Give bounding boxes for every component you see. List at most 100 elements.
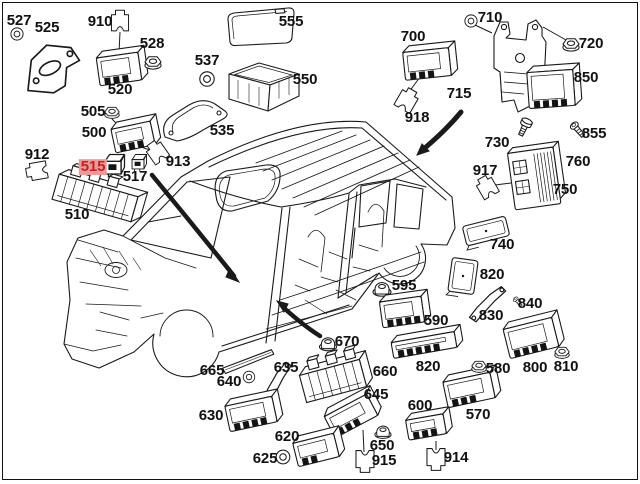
front-wheel-arch-inner xyxy=(159,309,214,338)
leader-715-720 xyxy=(542,26,567,41)
car-body-illustration xyxy=(63,120,456,378)
engine-bay-hatch xyxy=(89,246,142,271)
part-555-panel-icon xyxy=(227,7,295,47)
part-625-grommet-icon xyxy=(275,449,291,465)
part-label-625[interactable]: 625 xyxy=(252,450,278,468)
part-label-525[interactable]: 525 xyxy=(34,19,60,37)
part-525-bracket-icon xyxy=(27,44,81,94)
part-label-912[interactable]: 912 xyxy=(24,146,50,164)
part-650-capnut-icon xyxy=(374,425,392,439)
part-label-590[interactable]: 590 xyxy=(423,312,449,330)
part-label-665[interactable]: 665 xyxy=(199,362,225,380)
part-label-720[interactable]: 720 xyxy=(578,35,604,53)
part-660-fusebox-icon xyxy=(298,344,374,404)
part-label-855[interactable]: 855 xyxy=(581,125,607,143)
part-label-515[interactable]: 515 xyxy=(78,158,108,176)
rear-quarter-windows xyxy=(358,180,424,230)
part-label-915[interactable]: 915 xyxy=(371,452,397,470)
part-label-640[interactable]: 640 xyxy=(216,373,242,391)
part-label-537[interactable]: 537 xyxy=(194,52,220,70)
part-label-517[interactable]: 517 xyxy=(122,168,148,186)
part-label-550[interactable]: 550 xyxy=(292,71,318,89)
part-label-830[interactable]: 830 xyxy=(478,307,504,325)
part-520-ecu-module-icon xyxy=(95,44,149,87)
part-label-527[interactable]: 527 xyxy=(6,12,32,30)
part-label-505[interactable]: 505 xyxy=(80,103,106,121)
part-label-910[interactable]: 910 xyxy=(87,13,113,31)
part-913-pointer-icon xyxy=(145,140,171,166)
part-label-810[interactable]: 810 xyxy=(553,358,579,376)
part-535-duct-icon xyxy=(163,100,228,142)
part-label-535[interactable]: 535 xyxy=(209,122,235,140)
part-label-914[interactable]: 914 xyxy=(443,449,469,467)
part-label-570[interactable]: 570 xyxy=(465,406,491,424)
part-label-918[interactable]: 918 xyxy=(404,109,430,127)
part-label-600[interactable]: 600 xyxy=(407,397,433,415)
arrow-dash-area-head xyxy=(225,266,241,284)
part-label-635[interactable]: 635 xyxy=(273,359,299,377)
part-label-620[interactable]: 620 xyxy=(274,428,300,446)
part-label-520[interactable]: 520 xyxy=(107,81,133,99)
sunroof-opening xyxy=(214,164,281,212)
part-label-660[interactable]: 660 xyxy=(372,363,398,381)
part-label-800[interactable]: 800 xyxy=(522,359,548,377)
part-label-500[interactable]: 500 xyxy=(81,124,107,142)
part-710-grommet-icon xyxy=(464,14,478,28)
part-label-650[interactable]: 650 xyxy=(369,437,395,455)
part-917-pointer-icon xyxy=(475,174,500,201)
part-914-pointer-icon xyxy=(426,448,446,471)
rocker-inner xyxy=(221,304,350,347)
part-label-580[interactable]: 580 xyxy=(485,360,511,378)
part-label-820[interactable]: 820 xyxy=(479,266,505,284)
part-740-plate-module-icon xyxy=(462,216,510,251)
part-label-510[interactable]: 510 xyxy=(64,206,90,224)
part-915-pointer-icon xyxy=(355,450,375,473)
part-600-ecu-module-icon xyxy=(405,406,453,441)
part-912-pointer-icon xyxy=(25,160,49,182)
arrow-dash-area xyxy=(149,172,237,279)
part-label-710[interactable]: 710 xyxy=(477,9,503,27)
part-715-mount-bracket-icon xyxy=(493,19,547,113)
arrow-670-floor-head xyxy=(275,300,289,314)
part-580-nut-icon xyxy=(471,360,487,373)
part-750-finned-module-icon xyxy=(506,140,567,211)
part-528-nut-icon xyxy=(144,56,162,70)
part-730-bolt-icon xyxy=(518,117,533,137)
part-550-open-box-icon xyxy=(228,62,300,112)
roofline-drip-rail xyxy=(189,178,427,208)
part-label-595[interactable]: 595 xyxy=(391,277,417,295)
part-label-700[interactable]: 700 xyxy=(400,28,426,46)
part-820-plate-module-icon xyxy=(445,257,479,297)
part-label-760[interactable]: 760 xyxy=(565,153,591,171)
part-label-820-b[interactable]: 820 xyxy=(415,358,441,376)
part-515-relay-icon xyxy=(104,153,126,178)
part-label-740[interactable]: 740 xyxy=(489,236,515,254)
part-label-555[interactable]: 555 xyxy=(278,13,304,31)
part-910-pointer-icon xyxy=(110,9,130,32)
part-800-ecu-module-icon xyxy=(502,309,565,359)
part-label-750[interactable]: 750 xyxy=(552,181,578,199)
part-830-thin-bracket-icon xyxy=(468,285,507,323)
arrow-918-roof-head xyxy=(416,143,430,156)
part-label-917[interactable]: 917 xyxy=(472,162,498,180)
part-label-630[interactable]: 630 xyxy=(198,407,224,425)
callout-arrows xyxy=(149,109,464,339)
part-label-850[interactable]: 850 xyxy=(573,69,599,87)
part-label-670[interactable]: 670 xyxy=(334,333,360,351)
windshield-opening xyxy=(130,176,231,259)
part-label-913[interactable]: 913 xyxy=(165,153,191,171)
arrow-670-floor xyxy=(281,305,323,339)
part-label-528[interactable]: 528 xyxy=(139,35,165,53)
part-label-840[interactable]: 840 xyxy=(517,295,543,313)
part-label-730[interactable]: 730 xyxy=(484,134,510,152)
seat-frames xyxy=(307,203,385,273)
part-label-715[interactable]: 715 xyxy=(446,85,472,103)
leader-917-750 xyxy=(494,182,512,186)
part-630-ecu-module-icon xyxy=(224,388,284,432)
roof-ribs xyxy=(255,130,420,216)
part-label-645[interactable]: 645 xyxy=(363,386,389,404)
part-640-grommet-icon xyxy=(242,370,256,384)
part-840-screw-icon xyxy=(512,296,523,308)
